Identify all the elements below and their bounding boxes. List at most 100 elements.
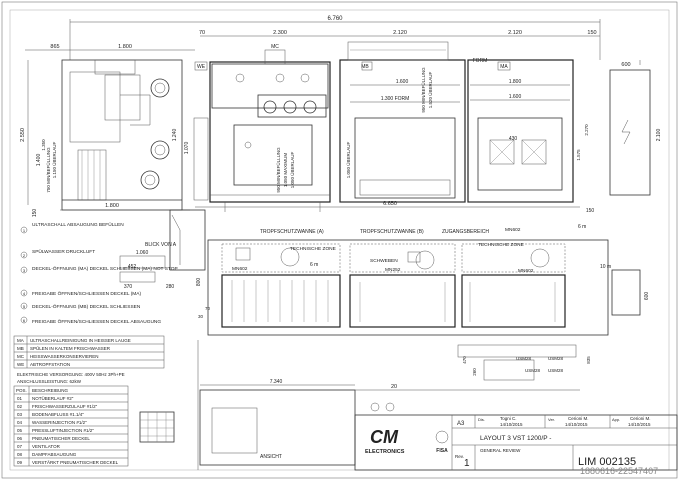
- svg-text:430: 430: [509, 136, 518, 142]
- svg-text:1.050 ÜBERLAUF: 1.050 ÜBERLAUF: [345, 141, 351, 178]
- label-zugang: ZUGANGSBEREICH: [442, 229, 489, 235]
- svg-text:1.350: 1.350: [41, 139, 46, 151]
- svg-text:02: 02: [17, 404, 23, 409]
- svg-text:7.340: 7.340: [270, 379, 283, 385]
- svg-text:1.050 ÜBERLAUF: 1.050 ÜBERLAUF: [289, 151, 295, 188]
- svg-text:04: 04: [17, 420, 23, 425]
- svg-text:6 m: 6 m: [310, 262, 318, 268]
- svg-text:08: 08: [17, 452, 23, 457]
- svg-text:MA: MA: [500, 64, 508, 70]
- dim-150: 150: [587, 30, 596, 36]
- checked-date: 14/10/2015: [565, 422, 588, 427]
- svg-text:USM28: USM28: [548, 368, 564, 373]
- dim-2120b: 2.120: [508, 30, 522, 36]
- svg-text:ABTROPFSTATION: ABTROPFSTATION: [30, 362, 70, 367]
- svg-text:1.400: 1.400: [36, 154, 42, 167]
- svg-text:70: 70: [205, 306, 211, 311]
- svg-text:USM28: USM28: [525, 368, 541, 373]
- svg-text:1.800: 1.800: [509, 79, 522, 85]
- drawing-code: LIM 002135: [578, 456, 636, 468]
- svg-text:BESCHREIBUNG: BESCHREIBUNG: [32, 388, 69, 393]
- svg-text:6: 6: [23, 318, 26, 323]
- svg-text:1.240: 1.240: [172, 129, 178, 142]
- checked-by: Cerioni M.: [568, 416, 589, 421]
- svg-text:WE: WE: [197, 64, 206, 70]
- svg-text:260: 260: [472, 368, 477, 376]
- svg-text:2: 2: [23, 253, 26, 258]
- svg-text:09: 09: [17, 460, 23, 465]
- svg-text:VERSTÄRKT PNEUMATISCHER DECKEL: VERSTÄRKT PNEUMATISCHER DECKEL: [32, 459, 119, 465]
- side-view: BLICK VON A 1.060 452 370 280: [119, 209, 206, 290]
- svg-text:20: 20: [391, 384, 397, 390]
- svg-text:MN252: MN252: [385, 267, 401, 273]
- svg-text:FORM: FORM: [473, 58, 488, 64]
- svg-text:NOTÜBERLAUF #2": NOTÜBERLAUF #2": [32, 395, 74, 401]
- svg-text:07: 07: [17, 444, 23, 449]
- logo-electronics: ELECTRONICS: [365, 449, 405, 455]
- svg-text:1.520 ÜBERLAUF: 1.520 ÜBERLAUF: [427, 71, 433, 108]
- label-tropf-b: TROPFSCHUTZWANNE (B): [360, 229, 424, 235]
- svg-text:ULTRASCHALLREINIGUNG IN HEISSE: ULTRASCHALLREINIGUNG IN HEISSER LAUGE: [30, 338, 131, 343]
- svg-text:PRESSLUFTINJECTION #1/2": PRESSLUFTINJECTION #1/2": [32, 428, 94, 433]
- svg-text:1.300 FORM: 1.300 FORM: [381, 96, 410, 102]
- svg-text:280: 280: [166, 284, 175, 290]
- svg-text:VENTILATOR: VENTILATOR: [32, 444, 61, 449]
- svg-text:MN602: MN602: [505, 227, 521, 233]
- svg-text:MA: MA: [17, 338, 24, 343]
- legend-4-text: FREIGABE ÖFFNEN/SCHLIESSEN DECKEL (MA): [32, 290, 142, 297]
- svg-text:1.060: 1.060: [136, 250, 149, 256]
- svg-text:USM28: USM28: [516, 356, 532, 361]
- view-label: ANSICHT: [260, 454, 282, 460]
- drawn-by: Togni C.: [500, 416, 517, 421]
- dim-2300: 2.300: [273, 30, 287, 36]
- svg-text:05: 05: [17, 428, 23, 433]
- svg-text:MB: MB: [17, 346, 24, 351]
- svg-text:470: 470: [462, 356, 467, 364]
- svg-text:WE: WE: [17, 362, 24, 367]
- front-elevation: 1.800 2.550 1.400 750 MIN/BEFÜLLUNG 1.15…: [20, 41, 662, 217]
- label-tropf-a: TROPFSCHUTZWANNE (A): [260, 229, 324, 235]
- svg-text:1.150 ÜBERLAUF: 1.150 ÜBERLAUF: [51, 141, 57, 178]
- svg-text:1: 1: [23, 228, 26, 233]
- svg-text:150: 150: [586, 208, 595, 214]
- drawing-title: LAYOUT 3 VST 1200/P -: [480, 435, 551, 442]
- svg-text:HEISSWASSERKONSERVIEREN: HEISSWASSERKONSERVIEREN: [30, 354, 99, 359]
- inner-frame: [9, 9, 670, 471]
- svg-text:10 m: 10 m: [600, 264, 611, 270]
- svg-text:1.600: 1.600: [509, 94, 522, 100]
- svg-text:950 MIN/BEFÜLLUNG: 950 MIN/BEFÜLLUNG: [420, 67, 426, 113]
- dim-total: 6.760: [327, 16, 343, 22]
- label-tech-zone-1: TECHNISCHE ZONE: [290, 246, 336, 252]
- label-tech-zone-2: TECHNISCHE ZONE: [478, 242, 524, 248]
- svg-text:6 m: 6 m: [578, 224, 586, 230]
- legend-3-text: DECKEL-ÖFFNUNG (MA) DECKEL SCHLIESSEN (M…: [32, 265, 178, 272]
- drawn-date: 14/10/2015: [500, 422, 523, 427]
- svg-text:DAMPFABSAUGUNG: DAMPFABSAUGUNG: [32, 452, 77, 457]
- electrical-supply: ELEKTRISCHE VERSORGUNG: 400V 50Hz 3Ph+PE: [17, 372, 125, 377]
- svg-text:06: 06: [17, 436, 23, 441]
- logo-fisa: FISA: [436, 448, 448, 454]
- svg-text:MB: MB: [361, 64, 369, 70]
- top-dimensions: 6.760 865 1.800 70 2.300 2.120 2.120 150…: [25, 16, 641, 68]
- svg-text:1.800: 1.800: [105, 203, 119, 209]
- legend-1-text: ULTRASCHALL ABSAUGUNG BEFÜLLEN: [32, 221, 124, 228]
- svg-text:POS.: POS.: [16, 388, 27, 393]
- watermark: 1880616-22547407: [580, 466, 659, 476]
- svg-text:PNEUMATISCHER DECKEL: PNEUMATISCHER DECKEL: [32, 436, 90, 441]
- svg-text:5: 5: [23, 304, 26, 309]
- svg-text:USM28: USM28: [548, 356, 564, 361]
- svg-text:1.600: 1.600: [396, 79, 409, 85]
- revision-text: GENERAL REVIEW: [480, 448, 521, 453]
- svg-text:370: 370: [124, 284, 133, 290]
- legend-5-text: DECKEL-ÖFFNUNG (MB) DECKEL SCHLIESSEN: [32, 303, 141, 310]
- svg-text:BLICK VON A: BLICK VON A: [145, 242, 177, 248]
- svg-text:600: 600: [644, 292, 650, 301]
- svg-text:1.575: 1.575: [576, 149, 581, 161]
- svg-text:950 MIN/BEFÜLLUNG: 950 MIN/BEFÜLLUNG: [275, 147, 281, 193]
- svg-text:WASSERINJECTION #1/2": WASSERINJECTION #1/2": [32, 420, 87, 425]
- legend-2-text: SPÜLWASSER DRUCKLUFT: [32, 248, 95, 255]
- approved-by: Cerioni M.: [630, 416, 651, 421]
